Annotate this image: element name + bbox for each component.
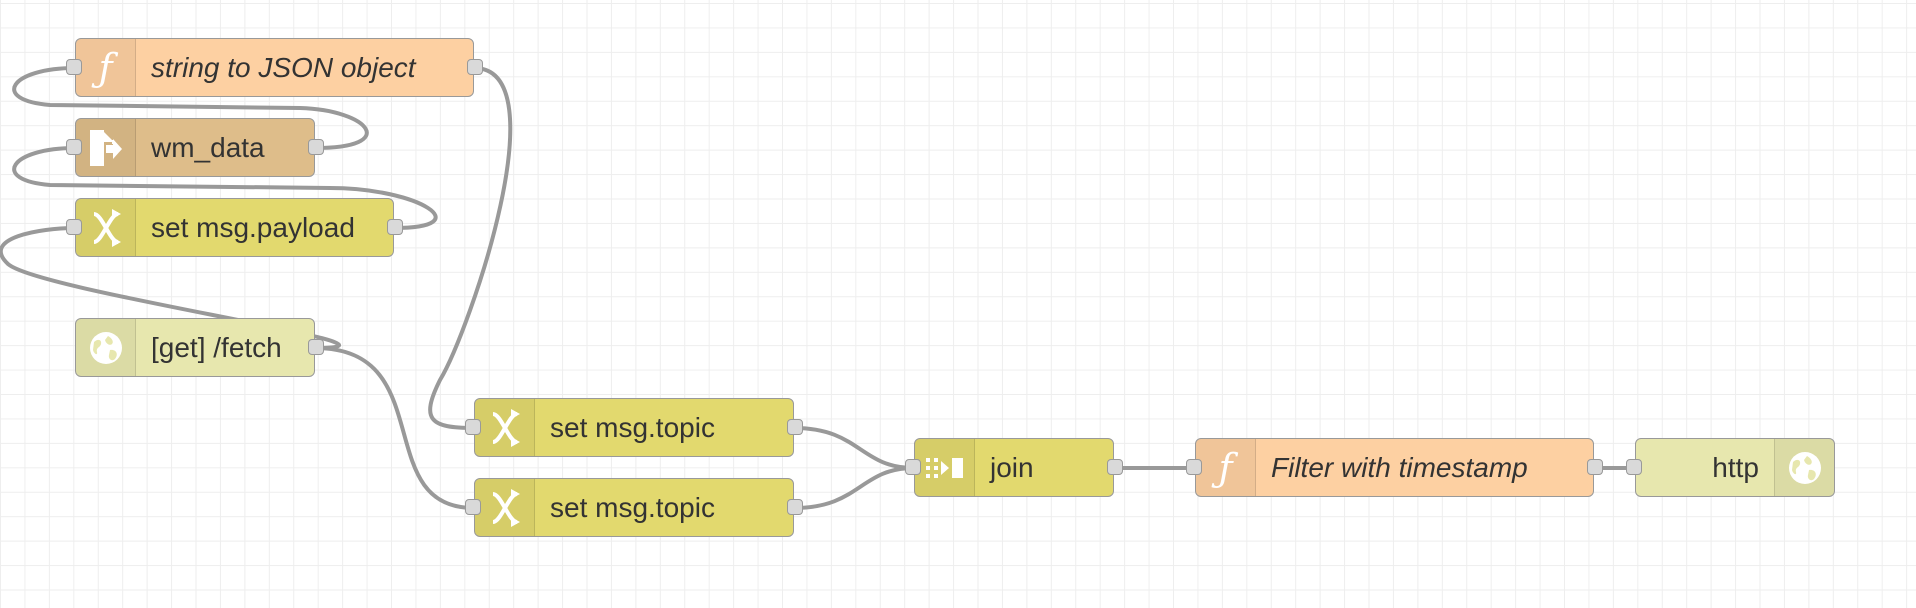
input-port[interactable] <box>66 218 82 235</box>
function-icon: ƒ <box>76 39 136 96</box>
http-response-node[interactable]: http <box>1626 438 1835 497</box>
output-port[interactable] <box>308 138 324 155</box>
wire-json-to-set-topic-1[interactable] <box>428 66 513 430</box>
function-node-string-to-json[interactable]: ƒ string to JSON object <box>66 38 483 97</box>
http-in-node-fetch[interactable]: [get] /fetch <box>75 318 324 377</box>
output-port[interactable] <box>308 338 324 355</box>
change-node-set-topic[interactable]: set msg.topic <box>465 478 803 537</box>
node-label: set msg.topic <box>550 411 715 443</box>
node-label: [get] /fetch <box>151 331 282 363</box>
input-port[interactable] <box>66 138 82 155</box>
output-port[interactable] <box>787 498 803 515</box>
globe-icon <box>76 319 136 376</box>
input-port[interactable] <box>1186 458 1202 475</box>
shuffle-icon <box>475 399 535 456</box>
node-label: Filter with timestamp <box>1271 451 1528 483</box>
node-label: http <box>1712 451 1759 483</box>
output-port[interactable] <box>787 418 803 435</box>
output-port[interactable] <box>1107 458 1123 475</box>
join-node[interactable]: join <box>905 438 1123 497</box>
output-port[interactable] <box>387 218 403 235</box>
node-label: wm_data <box>151 131 265 163</box>
function-node-filter-timestamp[interactable]: ƒ Filter with timestamp <box>1186 438 1603 497</box>
output-port[interactable] <box>467 58 483 75</box>
input-port[interactable] <box>905 458 921 475</box>
join-icon <box>915 439 975 496</box>
wire-set-topic-2-to-join[interactable] <box>792 466 916 510</box>
wire-set-payload-to-wm-data[interactable] <box>12 146 438 230</box>
input-port[interactable] <box>1626 458 1642 475</box>
node-label: string to JSON object <box>151 51 416 83</box>
node-label: set msg.topic <box>550 491 715 523</box>
input-port[interactable] <box>465 418 481 435</box>
output-port[interactable] <box>1587 458 1603 475</box>
node-label: join <box>990 451 1034 483</box>
change-node-set-topic[interactable]: set msg.topic <box>465 398 803 457</box>
wire-fetch-to-set-topic-2[interactable] <box>313 346 476 510</box>
globe-icon <box>1774 439 1834 496</box>
shuffle-icon <box>76 199 136 256</box>
shuffle-icon <box>475 479 535 536</box>
wire-set-topic-1-to-join[interactable] <box>792 426 916 470</box>
input-port[interactable] <box>66 58 82 75</box>
template-icon <box>76 119 136 176</box>
input-port[interactable] <box>465 498 481 515</box>
template-node-wm-data[interactable]: wm_data <box>66 118 324 177</box>
wire-fetch-to-set-payload[interactable] <box>0 226 342 350</box>
wire-wm-data-to-json[interactable] <box>12 66 369 150</box>
function-icon: ƒ <box>1196 439 1256 496</box>
change-node-set-payload[interactable]: set msg.payload <box>66 198 403 257</box>
node-label: set msg.payload <box>151 211 355 243</box>
